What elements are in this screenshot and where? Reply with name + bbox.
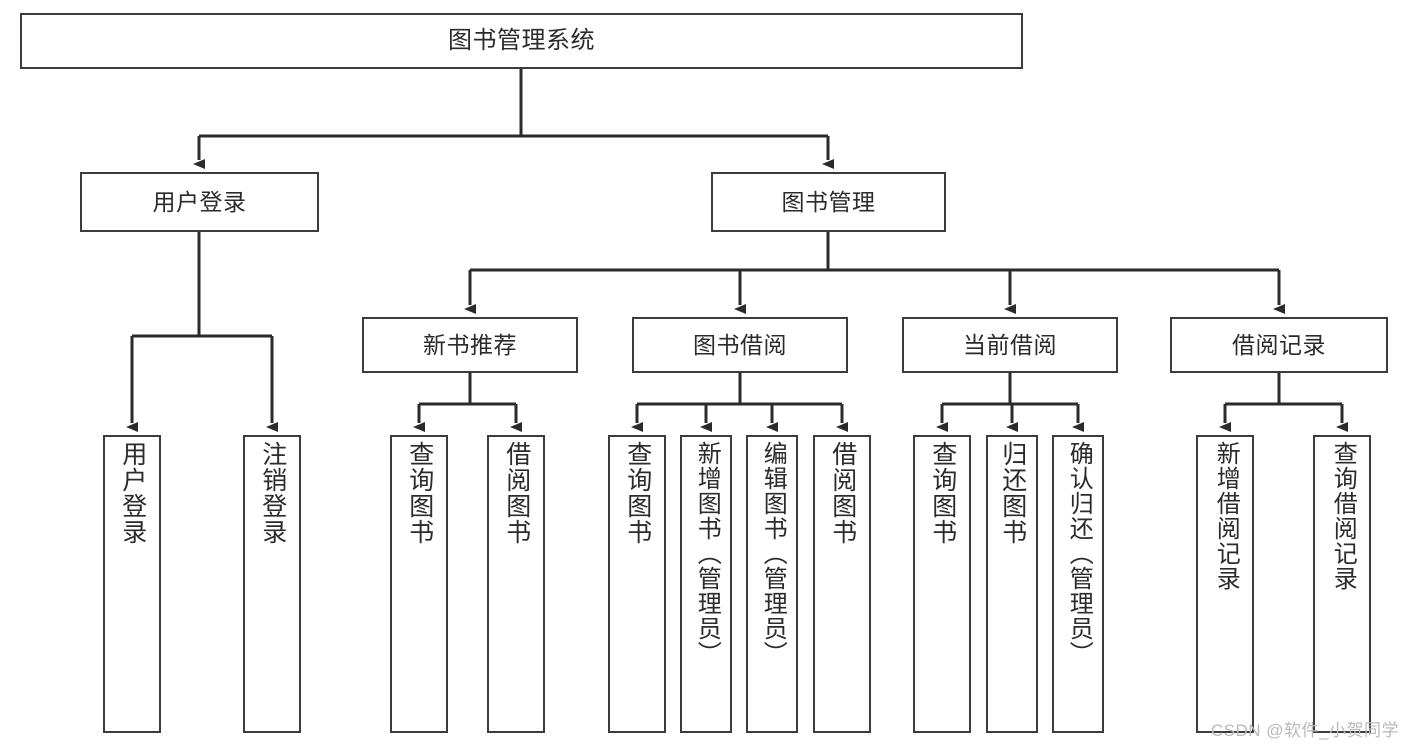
node-leaf-borrow-book[interactable]: 借阅图书 <box>813 435 871 733</box>
node-leaf-add-book-admin[interactable]: 新增图书（管理员） <box>680 435 732 733</box>
node-user-login[interactable]: 用户登录 <box>80 172 319 232</box>
node-leaf-add-book-admin-label: 新增图书（管理员） <box>693 441 721 666</box>
node-leaf-logout[interactable]: 注销登录 <box>243 435 301 733</box>
node-root[interactable]: 图书管理系统 <box>20 13 1023 69</box>
node-leaf-confirm-return-admin[interactable]: 确认归还（管理员） <box>1052 435 1104 733</box>
node-current-borrow[interactable]: 当前借阅 <box>902 317 1118 373</box>
node-borrow-record-label: 借阅记录 <box>1232 331 1326 358</box>
node-leaf-logout-label: 注销登录 <box>258 441 287 545</box>
node-root-label: 图书管理系统 <box>448 27 595 55</box>
node-borrow-record[interactable]: 借阅记录 <box>1170 317 1388 373</box>
node-book-borrow-label: 图书借阅 <box>693 331 787 358</box>
node-leaf-query-book-borrow[interactable]: 查询图书 <box>608 435 666 733</box>
node-book-borrow[interactable]: 图书借阅 <box>632 317 848 373</box>
node-leaf-user-login-label: 用户登录 <box>118 441 147 545</box>
node-leaf-borrow-book-newbook-label: 借阅图书 <box>502 441 531 545</box>
node-new-book-recommend-label: 新书推荐 <box>423 331 517 358</box>
node-leaf-query-book-borrow-label: 查询图书 <box>623 441 652 545</box>
node-leaf-borrow-book-newbook[interactable]: 借阅图书 <box>487 435 545 733</box>
node-leaf-query-borrow-record[interactable]: 查询借阅记录 <box>1313 435 1371 733</box>
node-leaf-query-book-current[interactable]: 查询图书 <box>913 435 971 733</box>
node-leaf-query-book-newbook-label: 查询图书 <box>405 441 434 545</box>
node-book-management[interactable]: 图书管理 <box>711 172 946 232</box>
node-leaf-query-borrow-record-label: 查询借阅记录 <box>1329 441 1357 591</box>
node-leaf-query-book-current-label: 查询图书 <box>928 441 957 545</box>
node-user-login-label: 用户登录 <box>152 188 247 215</box>
node-new-book-recommend[interactable]: 新书推荐 <box>362 317 578 373</box>
node-leaf-borrow-book-label: 借阅图书 <box>828 441 857 545</box>
node-leaf-edit-book-admin[interactable]: 编辑图书（管理员） <box>746 435 798 733</box>
node-leaf-return-book-label: 归还图书 <box>998 441 1027 545</box>
node-leaf-user-login[interactable]: 用户登录 <box>103 435 161 733</box>
node-leaf-query-book-newbook[interactable]: 查询图书 <box>390 435 448 733</box>
node-leaf-confirm-return-admin-label: 确认归还（管理员） <box>1065 441 1093 666</box>
node-leaf-add-borrow-record-label: 新增借阅记录 <box>1212 441 1240 591</box>
node-current-borrow-label: 当前借阅 <box>963 331 1057 358</box>
node-leaf-return-book[interactable]: 归还图书 <box>986 435 1038 733</box>
node-leaf-edit-book-admin-label: 编辑图书（管理员） <box>759 441 787 666</box>
node-book-management-label: 图书管理 <box>781 188 876 215</box>
watermark: CSDN @软件_小贺同学 <box>1210 721 1399 740</box>
node-leaf-add-borrow-record[interactable]: 新增借阅记录 <box>1196 435 1254 733</box>
